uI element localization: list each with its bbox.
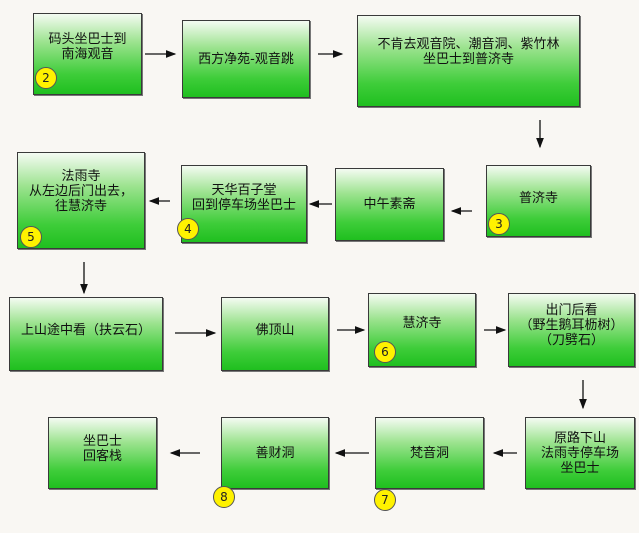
step-box: 坐巴士 回客栈 [48,417,157,489]
step-label: 慧济寺 [402,315,442,331]
step-number-badge: 4 [177,218,199,240]
step-label: 天华百子堂 回到停车场坐巴士 [191,183,296,213]
step-box: 梵音洞 [375,417,484,489]
step-label: 中午素斋 [363,197,416,212]
step-box: 不肯去观音院、潮音洞、紫竹林 坐巴士到普济寺 [357,15,580,107]
step-number-badge: 8 [213,486,235,508]
step-label: 坐巴士 回客栈 [82,434,122,464]
step-box: 原路下山 法雨寺停车场 坐巴士 [525,417,635,489]
step-number-badge: 7 [374,489,396,511]
step-box: 中午素斋 [335,168,444,241]
step-box: 善财洞 [221,417,329,489]
step-label: 码头坐巴士到 南海观音 [48,32,127,62]
step-number-badge: 5 [20,226,42,248]
step-box: 西方净苑-观音跳 [182,20,310,98]
step-label: 普济寺 [518,190,558,206]
step-label: 不肯去观音院、潮音洞、紫竹林 坐巴士到普济寺 [377,37,560,67]
step-label: 善财洞 [255,445,295,461]
step-number-badge: 6 [374,341,396,363]
step-label: 上山途中看（扶云石） [20,322,151,338]
step-box: 天华百子堂 回到停车场坐巴士 [181,165,307,243]
step-label: 原路下山 法雨寺停车场 坐巴士 [540,430,619,476]
step-number-badge: 3 [488,213,510,235]
step-box: 上山途中看（扶云石） [9,297,163,371]
step-label: 西方净苑-观音跳 [198,51,294,67]
step-number-badge: 2 [35,67,57,89]
step-label: 法雨寺 从左边后门出去， 往慧济寺 [28,169,133,214]
step-box: 佛顶山 [221,297,329,371]
step-label: 梵音洞 [409,445,449,461]
step-label: 出门后看 （野生鹅耳枥树） （刀劈石） [519,302,624,348]
step-label: 佛顶山 [255,322,295,338]
step-box: 出门后看 （野生鹅耳枥树） （刀劈石） [508,293,635,367]
step-box: 普济寺 [486,165,591,237]
